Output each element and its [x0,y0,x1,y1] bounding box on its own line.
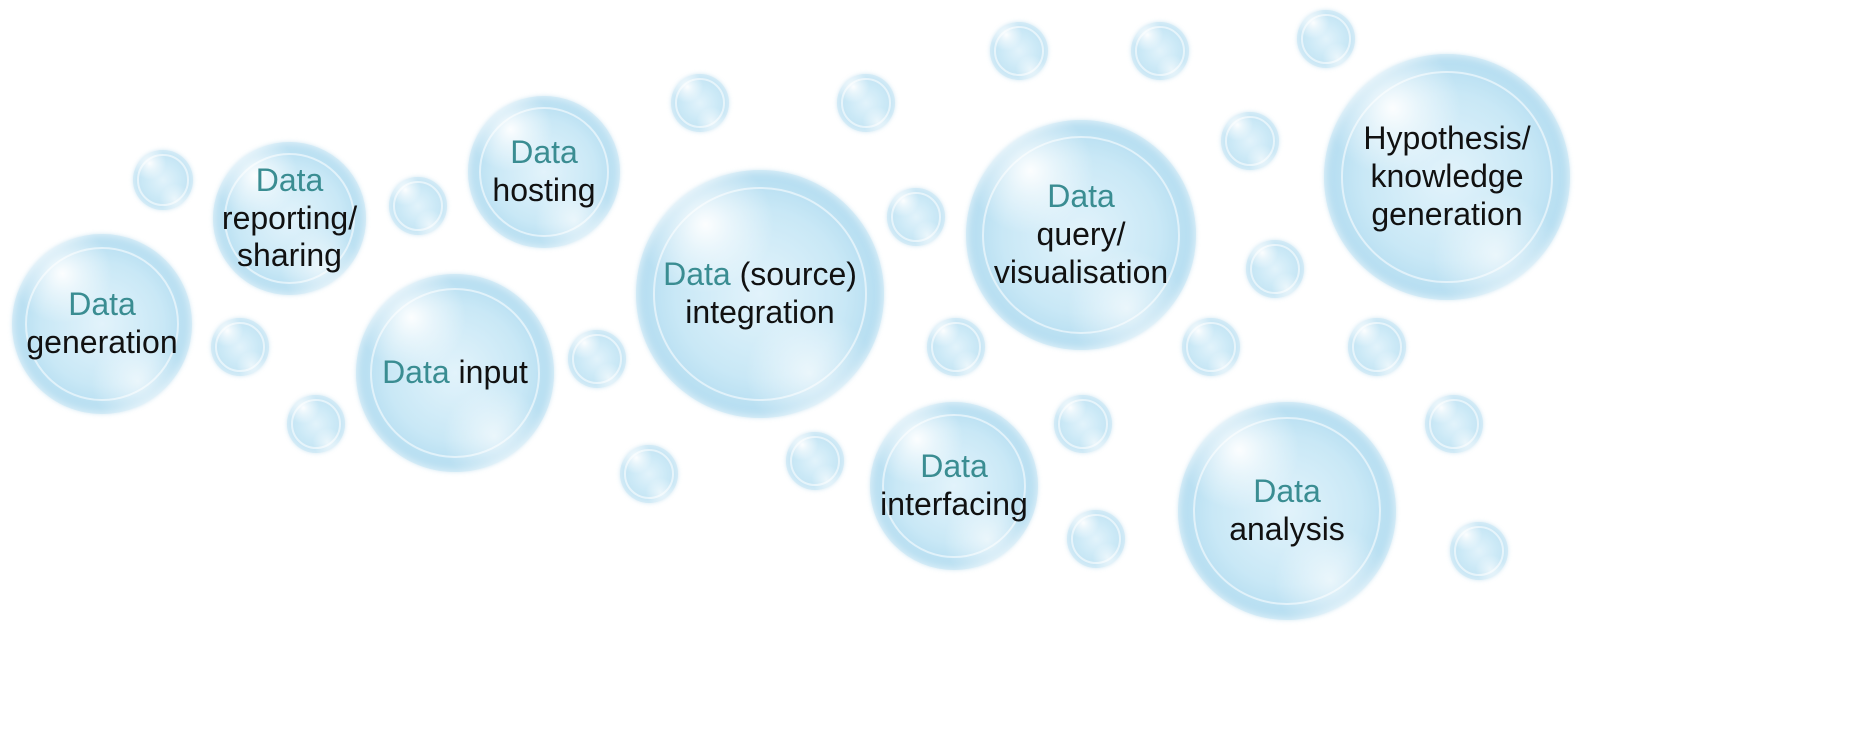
label-line: hosting [492,172,596,208]
small-bubble [1054,395,1112,453]
label-line: Data input [382,354,528,392]
bubble-data-interfacing: Data interfacing [870,402,1038,570]
bubble-label: Data (source) integration [636,170,884,418]
bubble-hypothesis-knowledge-generation: Hypothesis/ knowledge generation [1324,54,1570,300]
small-bubble [1131,22,1189,80]
small-bubble [1067,510,1125,568]
label-line: Data [1253,473,1321,510]
label-line: generation [1371,195,1523,232]
bubble-data-source-integration: Data (source) integration [636,170,884,418]
label-line: generation [26,324,178,360]
small-bubble [786,432,844,490]
bubble-data-input: Data input [356,274,554,472]
small-bubble [133,150,193,210]
label-line: Data [510,134,578,171]
label-word: (source) [730,256,857,293]
label-line: visualisation [993,253,1169,290]
bubble-label: Data input [356,274,554,472]
bubble-label: Data hosting [468,96,620,248]
label-line: Hypothesis/ [1363,120,1531,157]
label-line: Data [920,448,988,485]
small-bubble [1182,318,1240,376]
bubble-data-hosting: Data hosting [468,96,620,248]
small-bubble [389,177,447,235]
label-line: interfacing [880,486,1028,522]
label-line: knowledge [1370,158,1524,195]
small-bubble [1450,522,1508,580]
bubble-label: Data interfacing [870,402,1038,570]
small-bubble [1425,395,1483,453]
small-bubble [287,395,345,453]
label-word: Data [382,354,450,391]
label-line: Data [68,286,136,323]
small-bubble [568,330,626,388]
bubble-data-reporting-sharing: Data reporting/ sharing [213,142,366,295]
label-line: integration [685,294,835,330]
small-bubble [837,74,895,132]
small-bubble [927,318,985,376]
small-bubble [211,318,269,376]
small-bubble [1246,240,1304,298]
label-line: Data [1047,178,1115,215]
bubble-data-analysis: Data analysis [1178,402,1396,620]
label-word: input [449,354,528,391]
label-line: reporting/ [221,199,358,236]
small-bubble [671,74,729,132]
bubble-label: Data query/ visualisation [966,120,1196,350]
bubble-label: Data reporting/ sharing [213,142,366,295]
label-line: Data (source) [663,256,857,294]
bubble-label: Data generation [12,234,192,414]
bubble-label: Data analysis [1178,402,1396,620]
small-bubble [620,445,678,503]
bubble-label: Hypothesis/ knowledge generation [1324,54,1570,300]
bubble-data-query-visualisation: Data query/ visualisation [966,120,1196,350]
label-word: Data [663,256,731,293]
label-line: sharing [237,237,342,274]
label-line: query/ [1036,216,1126,253]
bubble-data-generation: Data generation [12,234,192,414]
small-bubble [1348,318,1406,376]
small-bubble [990,22,1048,80]
small-bubble [1221,112,1279,170]
label-line: analysis [1229,511,1345,547]
small-bubble [1297,10,1355,68]
label-line: Data [255,161,324,198]
small-bubble [887,188,945,246]
